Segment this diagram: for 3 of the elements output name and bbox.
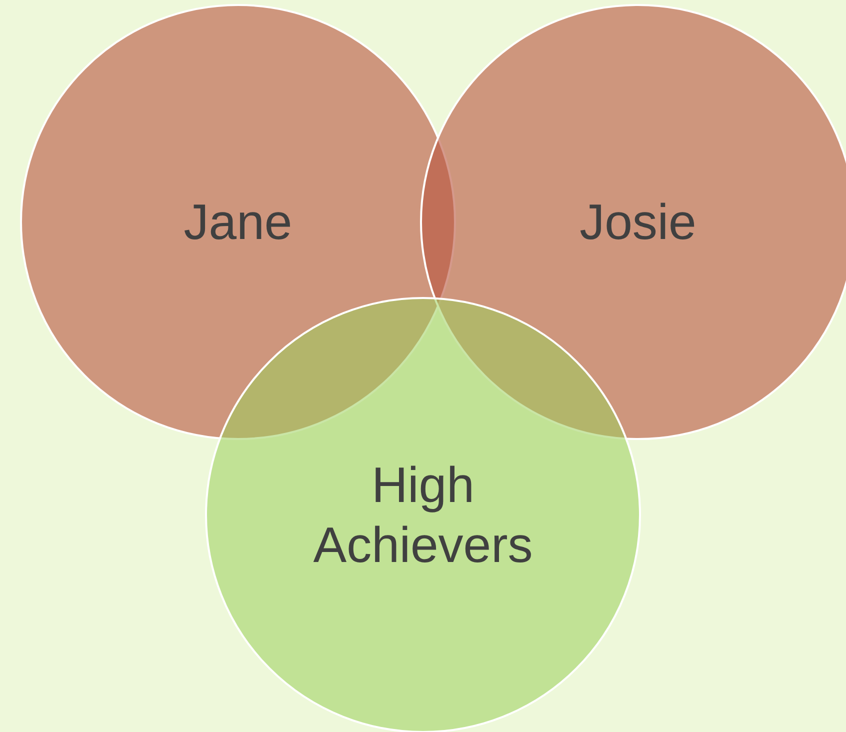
set-label: Jane bbox=[182, 193, 294, 252]
set-label: Josie bbox=[578, 193, 698, 252]
set-label: High Achievers bbox=[312, 456, 534, 575]
